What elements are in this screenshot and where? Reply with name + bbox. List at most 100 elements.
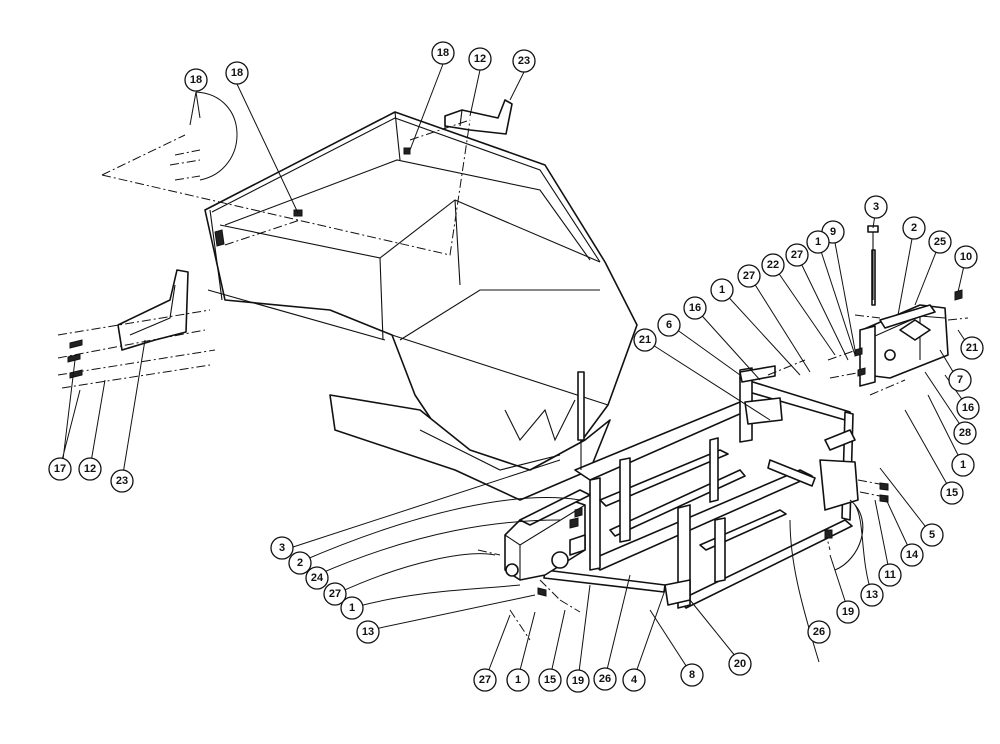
callout-19-right: 19 — [836, 600, 860, 624]
callout-12-left: 12 — [78, 457, 102, 481]
svg-text:27: 27 — [479, 674, 491, 686]
callout-12-top: 12 — [468, 47, 492, 71]
callout-27-left: 27 — [323, 582, 347, 606]
svg-text:10: 10 — [960, 251, 972, 263]
gearbox-left — [504, 489, 591, 581]
callout-15-bottom: 15 — [538, 668, 562, 692]
svg-text:18: 18 — [437, 47, 449, 59]
callout-1-upper: 1 — [806, 230, 830, 254]
svg-text:14: 14 — [906, 549, 919, 561]
svg-text:1: 1 — [815, 236, 821, 248]
side-bracket-left — [117, 269, 189, 351]
svg-text:2: 2 — [297, 557, 303, 569]
callout-1-bottom: 1 — [506, 668, 530, 692]
svg-text:5: 5 — [929, 529, 935, 541]
svg-text:26: 26 — [599, 673, 611, 685]
callout-13-right: 13 — [860, 583, 884, 607]
callout-1-mid: 1 — [710, 278, 734, 302]
svg-text:27: 27 — [743, 270, 755, 282]
svg-text:11: 11 — [884, 569, 896, 581]
svg-text:2: 2 — [911, 222, 917, 234]
callout-26-right: 26 — [807, 620, 831, 644]
callout-2-left: 2 — [288, 551, 312, 575]
callout-10: 10 — [954, 245, 978, 269]
callout-16-right: 16 — [956, 396, 980, 420]
svg-text:28: 28 — [959, 427, 971, 439]
svg-text:1: 1 — [719, 284, 725, 296]
svg-text:25: 25 — [934, 236, 946, 248]
svg-text:15: 15 — [544, 674, 556, 686]
svg-text:9: 9 — [830, 226, 836, 238]
frame-assembly — [543, 365, 864, 609]
svg-text:24: 24 — [311, 572, 324, 584]
svg-text:27: 27 — [791, 249, 803, 261]
callout-17: 17 — [48, 457, 72, 481]
svg-text:6: 6 — [666, 319, 672, 331]
svg-text:1: 1 — [349, 602, 355, 614]
svg-text:12: 12 — [474, 53, 486, 65]
callout-8: 8 — [680, 663, 704, 687]
svg-text:21: 21 — [966, 342, 978, 354]
callout-7: 7 — [948, 368, 972, 392]
svg-text:4: 4 — [631, 674, 638, 686]
callout-4: 4 — [622, 668, 646, 692]
svg-text:20: 20 — [734, 658, 746, 670]
callout-23-left: 23 — [110, 469, 134, 493]
svg-text:21: 21 — [639, 334, 651, 346]
svg-text:23: 23 — [518, 55, 530, 67]
callout-18-b: 18 — [225, 61, 249, 85]
callout-14: 14 — [900, 543, 924, 567]
svg-text:16: 16 — [689, 302, 701, 314]
callout-11: 11 — [878, 563, 902, 587]
callout-18-a: 18 — [184, 68, 208, 92]
svg-text:26: 26 — [813, 626, 825, 638]
callout-5: 5 — [920, 523, 944, 547]
callout-13-left: 13 — [356, 620, 380, 644]
svg-text:3: 3 — [873, 201, 879, 213]
long-bolt-3-center — [577, 371, 585, 470]
svg-text:18: 18 — [190, 74, 202, 86]
svg-text:17: 17 — [54, 463, 66, 475]
callout-18-c: 18 — [431, 41, 455, 65]
callout-3-left: 3 — [270, 536, 294, 560]
callout-27-upper: 27 — [785, 243, 809, 267]
callout-27-bottom: 27 — [473, 668, 497, 692]
svg-text:12: 12 — [84, 463, 96, 475]
callout-25: 25 — [928, 230, 952, 254]
callout-bubbles: 18 18 18 12 23 17 12 23 3 2 24 27 1 13 2… — [48, 41, 984, 693]
svg-text:3: 3 — [279, 542, 285, 554]
callout-26-bottom: 26 — [593, 667, 617, 691]
callout-15-right: 15 — [940, 481, 964, 505]
gearbox-right — [859, 225, 949, 387]
callout-1-left: 1 — [340, 596, 364, 620]
callout-2-right: 2 — [902, 216, 926, 240]
svg-text:1: 1 — [515, 674, 521, 686]
callout-6: 6 — [657, 313, 681, 337]
callout-21-mid: 21 — [633, 328, 657, 352]
callout-20: 20 — [728, 652, 752, 676]
callout-21-right: 21 — [960, 336, 984, 360]
svg-text:19: 19 — [842, 606, 854, 618]
svg-text:27: 27 — [329, 588, 341, 600]
svg-text:7: 7 — [957, 374, 963, 386]
callout-22: 22 — [761, 253, 785, 277]
svg-text:22: 22 — [767, 259, 779, 271]
callout-28: 28 — [953, 421, 977, 445]
callout-1-right: 1 — [951, 453, 975, 477]
callout-19-bottom: 19 — [566, 669, 590, 693]
svg-text:15: 15 — [946, 487, 958, 499]
svg-text:8: 8 — [689, 669, 695, 681]
callout-3-right: 3 — [864, 195, 888, 219]
svg-text:18: 18 — [231, 67, 243, 79]
svg-text:19: 19 — [572, 675, 584, 687]
callout-27-mid: 27 — [737, 264, 761, 288]
callout-24: 24 — [305, 566, 329, 590]
svg-text:16: 16 — [962, 402, 974, 414]
callout-23-top: 23 — [512, 49, 536, 73]
svg-text:23: 23 — [116, 475, 128, 487]
svg-text:1: 1 — [960, 459, 966, 471]
svg-text:13: 13 — [866, 589, 878, 601]
hopper — [204, 99, 638, 501]
callout-16-mid: 16 — [683, 296, 707, 320]
